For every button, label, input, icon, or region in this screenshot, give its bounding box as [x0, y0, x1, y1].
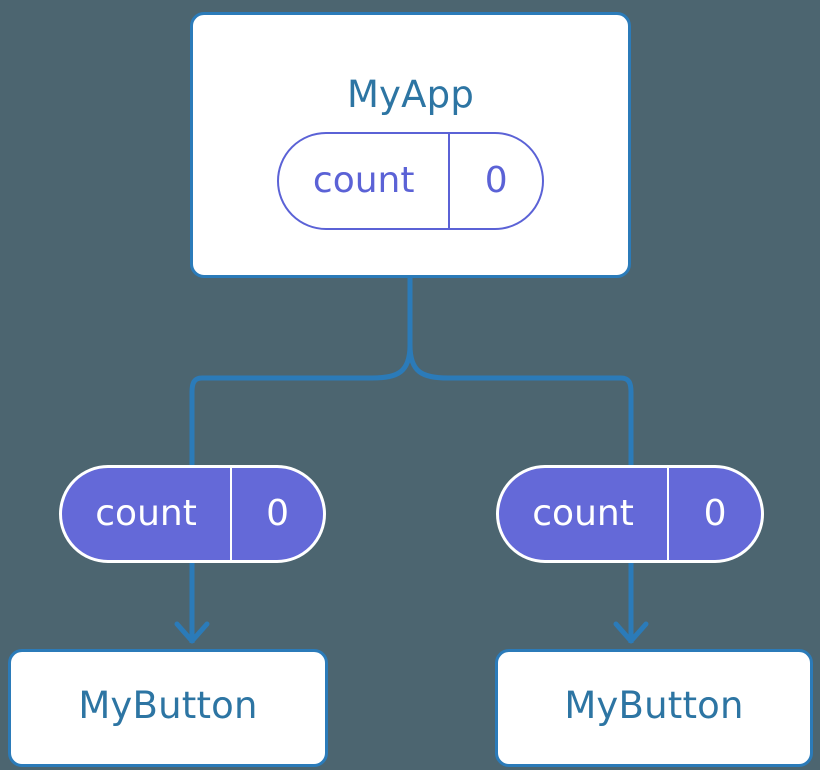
prop-value-child-left: 0 [266, 493, 289, 534]
arrowhead-left-icon [174, 621, 210, 644]
arrowhead-right-icon [613, 621, 649, 644]
component-box-mybutton-left[interactable]: MyButton [8, 649, 328, 767]
connector-branch-left [189, 344, 413, 465]
component-title-myapp: MyApp [346, 73, 475, 116]
prop-key-child-left: count [62, 468, 233, 560]
connector-branch-right [407, 344, 634, 465]
component-title-mybutton-right: MyButton [564, 684, 744, 727]
state-value-myapp: 0 [484, 160, 508, 201]
prop-pill-child-right[interactable]: count 0 [496, 465, 764, 563]
state-pill-myapp[interactable]: count 0 [277, 132, 544, 230]
component-box-mybutton-right[interactable]: MyButton [495, 649, 813, 767]
prop-pill-child-left[interactable]: count 0 [59, 465, 326, 563]
prop-key-child-right: count [499, 468, 670, 560]
component-title-mybutton-left: MyButton [78, 684, 258, 727]
state-key-myapp: count [279, 134, 451, 228]
prop-value-child-right: 0 [703, 493, 727, 534]
